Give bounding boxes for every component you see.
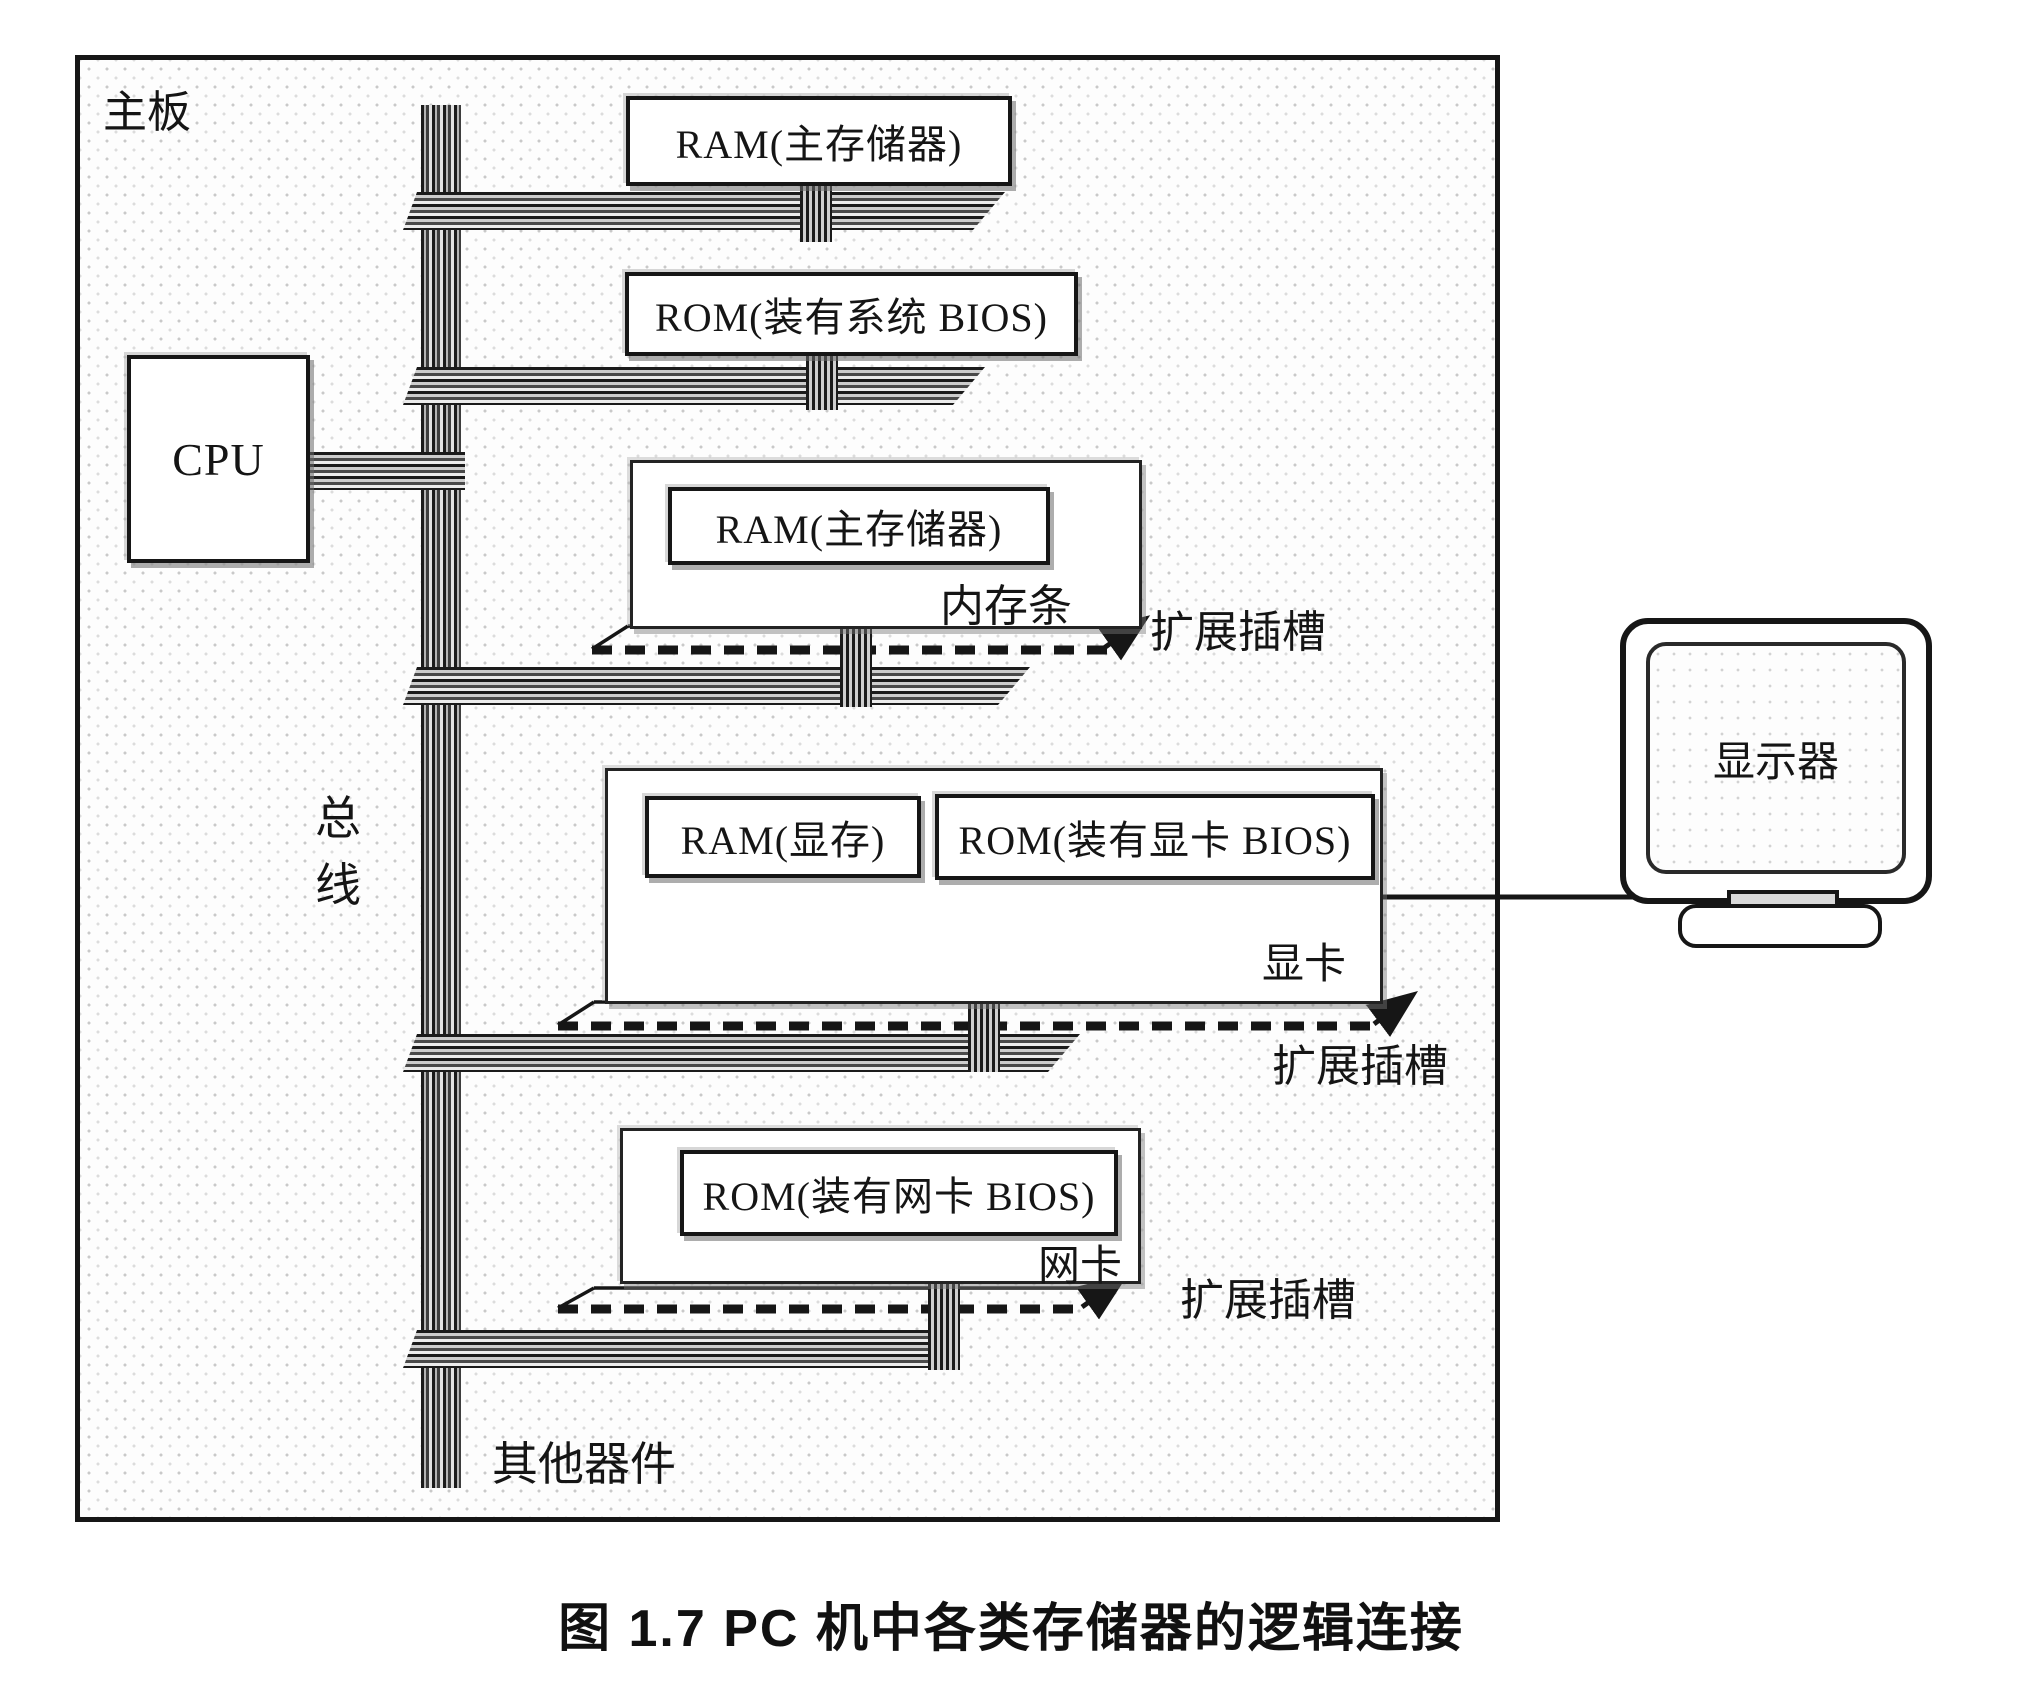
slot-label-memory: 扩展插槽 (1150, 608, 1326, 657)
bus-branch-rom-system (403, 367, 985, 405)
figure-caption: 图 1.7 PC 机中各类存储器的逻辑连接 (558, 1600, 1464, 1658)
slot-label-network: 扩展插槽 (1180, 1276, 1356, 1325)
monitor-label: 显示器 (1712, 739, 1839, 786)
video-card-label: 显卡 (1262, 942, 1347, 988)
rom-system-connector (806, 348, 838, 410)
other-components-label: 其他器件 (492, 1439, 676, 1490)
memory-module-label: 内存条 (940, 582, 1072, 631)
monitor-base (1678, 904, 1882, 948)
bus-branch-network-card (403, 1330, 960, 1368)
cpu-bus-link (300, 452, 465, 490)
network-card-label: 网卡 (1038, 1244, 1123, 1290)
ram-module-box: RAM(主存储器) (668, 487, 1050, 565)
motherboard-label: 主板 (103, 88, 191, 137)
rom-video-box: ROM(装有显卡 BIOS) (935, 794, 1375, 880)
bus-branch-memory-module (403, 667, 1030, 705)
rom-system-box: ROM(装有系统 BIOS) (625, 272, 1078, 356)
cpu-box: CPU (127, 355, 310, 563)
ram-video-box: RAM(显存) (645, 796, 921, 878)
ram-main-box: RAM(主存储器) (626, 96, 1012, 186)
bus-branch-video-card (403, 1034, 1080, 1072)
bus-label: 总线 (315, 793, 361, 911)
system-bus (421, 105, 461, 1488)
ram-main-connector (800, 178, 832, 242)
bus-branch-ram-main (403, 192, 1005, 230)
rom-network-box: ROM(装有网卡 BIOS) (680, 1150, 1118, 1236)
slot-label-video: 扩展插槽 (1272, 1042, 1448, 1091)
monitor-screen: 显示器 (1646, 642, 1906, 874)
